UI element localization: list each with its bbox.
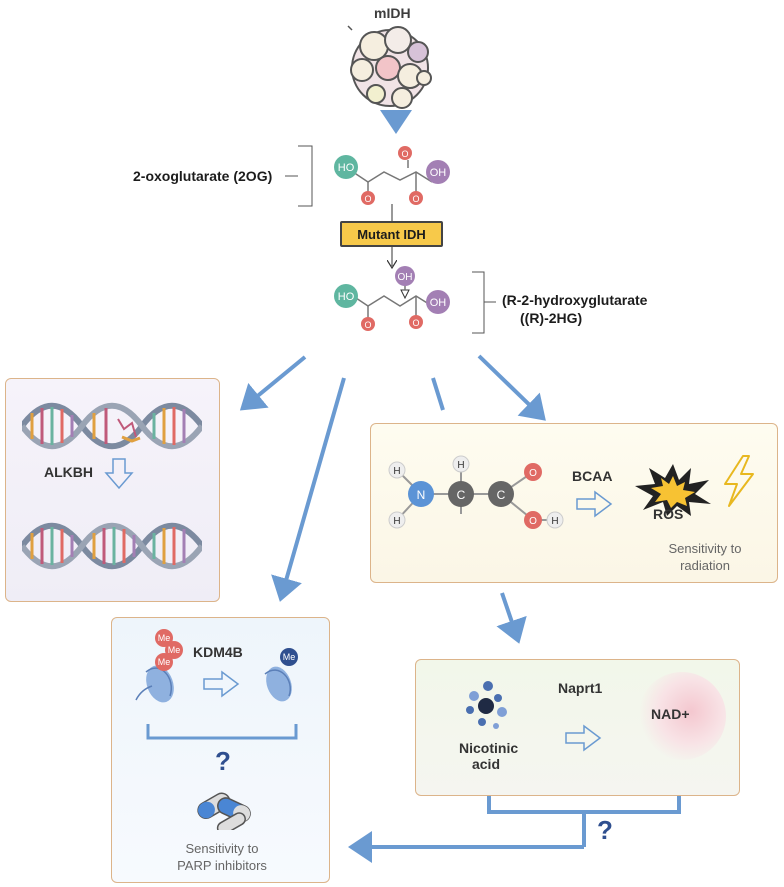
kdm4b-label: KDM4B [193, 644, 243, 660]
me-label-4: Me [283, 652, 296, 662]
alkbh-label: ALKBH [44, 464, 93, 480]
lightning-bolt-icon [724, 455, 754, 507]
atom-h-3: H [457, 460, 464, 471]
molecule-2hg: HO OH O O OH [334, 266, 450, 331]
arrow-mid [431, 377, 445, 411]
amino-acid-molecule: H H N H C C O O H [388, 455, 564, 529]
nad-question-mark: ? [597, 815, 613, 845]
2hg-right-group: OH [430, 297, 447, 309]
pills-icon [197, 792, 251, 830]
ros-label: ROS [653, 506, 684, 522]
radiation-sensitivity: Sensitivity to radiation [650, 540, 760, 574]
atom-h-2: H [393, 516, 400, 527]
2og-oxygen-left: O [364, 194, 371, 204]
nucleosome-monomethyl-icon: Me [264, 648, 298, 702]
2og-oxygen-right: O [412, 194, 419, 204]
arrow-right-hollow-icon [203, 670, 240, 698]
parp-sensitivity-line1: Sensitivity to [185, 841, 259, 856]
2hg-top-group: OH [398, 272, 413, 283]
radiation-sensitivity-line1: Sensitivity to [668, 541, 742, 556]
nicotinic-acid-label: Nicotinic acid [459, 740, 519, 772]
bracket-2og [285, 145, 313, 207]
2og-left-group: HO [338, 162, 355, 174]
me-label-3: Me [158, 657, 171, 667]
arrow-to-dna [239, 355, 307, 411]
arrow-to-kdm [271, 377, 346, 602]
arrow-to-nad [496, 592, 527, 644]
atom-h-4: H [551, 516, 558, 527]
explosion-icon [635, 464, 711, 516]
enzyme-title-midh: mIDH [374, 5, 411, 21]
naprt1-label: Naprt1 [558, 680, 603, 696]
atom-o-1: O [529, 468, 537, 479]
dna-damaged-icon [22, 402, 202, 450]
2og-right-group: OH [430, 167, 447, 179]
arrow-to-bcaa [477, 354, 546, 421]
me-label-1: Me [158, 633, 171, 643]
radiation-sensitivity-line2: radiation [680, 558, 730, 573]
2hg-oxygen-left: O [364, 320, 371, 330]
2hg-left-group: HO [338, 291, 355, 303]
2hg-oxygen-right: O [412, 318, 419, 328]
kdm-bracket [146, 724, 298, 740]
nucleosome-trimethyl-icon: Me Me Me [135, 629, 183, 703]
product-label-line1: (R-2-hydroxyglutarate [502, 292, 648, 308]
dna-repaired-icon [22, 522, 202, 570]
nicotinic-acid-line2: acid [471, 756, 500, 772]
2og-oxygen-top: O [401, 149, 408, 159]
molecule-2og: HO O O O OH [334, 146, 450, 205]
atom-h-1: H [393, 466, 400, 477]
panel-dna-repair: ALKBH [5, 378, 220, 602]
parp-sensitivity: Sensitivity to PARP inhibitors [152, 840, 292, 874]
atom-o-2: O [529, 516, 537, 527]
kdm-question-mark: ? [215, 746, 231, 776]
arrow-down-hollow-icon [104, 458, 134, 490]
nad-label: NAD+ [651, 706, 690, 722]
panel-nad-synthesis: Naprt1 Nicotinic acid NAD+ [415, 659, 740, 796]
arrow-right-hollow-icon [565, 724, 602, 752]
nicotinic-acid-molecules-icon [466, 681, 507, 729]
atom-n: N [417, 488, 426, 502]
atom-c-1: C [457, 488, 466, 502]
bracket-2hg [472, 271, 496, 334]
product-label-line2: ((R)-2HG) [520, 310, 583, 326]
arrow-right-hollow-icon [576, 490, 613, 518]
mutant-idh-box: Mutant IDH [340, 221, 443, 247]
nad-glow-shape [638, 672, 726, 760]
nicotinic-acid-line1: Nicotinic [459, 740, 519, 756]
me-label-2: Me [168, 645, 181, 655]
substrate-label-2og: 2-oxoglutarate (2OG) [133, 168, 273, 184]
parp-sensitivity-line2: PARP inhibitors [177, 858, 267, 873]
panel-bcaa-ros: H H N H C C O O H BCAA ROS Sensitivity t… [370, 423, 778, 583]
bcaa-label: BCAA [572, 468, 613, 484]
atom-c-2: C [497, 488, 506, 502]
panel-kdm4b-parp: Me Me Me KDM4B Me ? Sensitivity to PARP … [111, 617, 330, 883]
midh-protein-illustration [347, 25, 432, 109]
